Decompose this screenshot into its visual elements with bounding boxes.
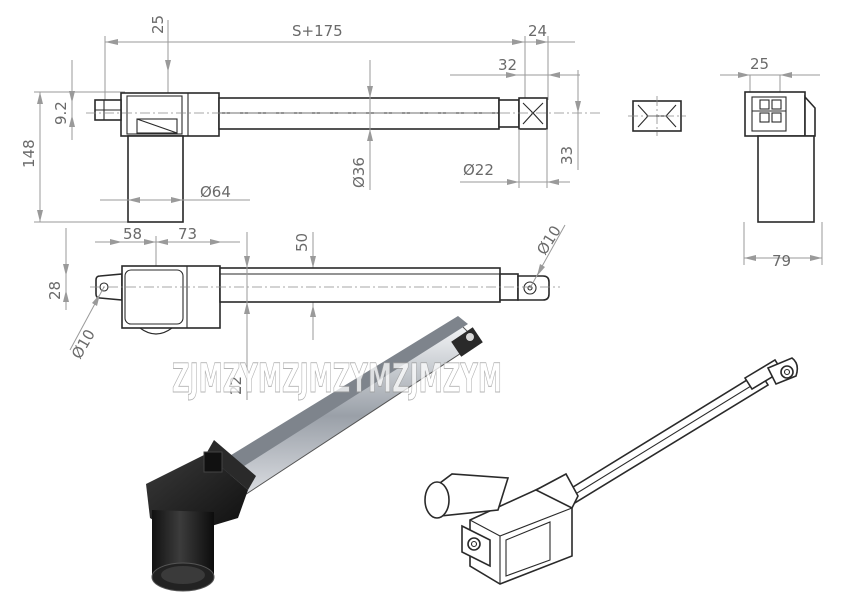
watermark: ZJMZYMZJMZYMZJMZYM [172, 356, 502, 402]
dim-50: 50 [293, 233, 311, 252]
dim-36: Ø36 [350, 157, 368, 188]
dim-73: 73 [178, 225, 197, 243]
dim-9-2: 9.2 [52, 101, 70, 125]
dim-10-left: Ø10 [68, 326, 99, 362]
dim-22-bottom: 22 [227, 376, 245, 395]
actuator-render-black [146, 316, 483, 592]
dim-10-right: Ø10 [533, 222, 565, 258]
dim-28: 28 [46, 281, 64, 300]
dim-24: 24 [528, 22, 547, 40]
dim-25-side: 25 [750, 55, 769, 73]
dim-32: 32 [498, 56, 517, 74]
rod-end-detail [628, 96, 686, 136]
actuator-render-outline [424, 357, 799, 585]
dim-33: 33 [558, 146, 576, 165]
dim-22-dia: Ø22 [463, 161, 494, 179]
side-view: 25 79 [720, 55, 823, 270]
dim-79: 79 [772, 252, 791, 270]
dim-25-top: 25 [149, 15, 167, 34]
dim-stroke-length: S+175 [292, 22, 343, 40]
dim-64: Ø64 [200, 183, 231, 201]
dim-148: 148 [20, 139, 38, 168]
front-view: S+175 25 24 32 148 9.2 [20, 15, 600, 223]
dim-58: 58 [123, 225, 142, 243]
